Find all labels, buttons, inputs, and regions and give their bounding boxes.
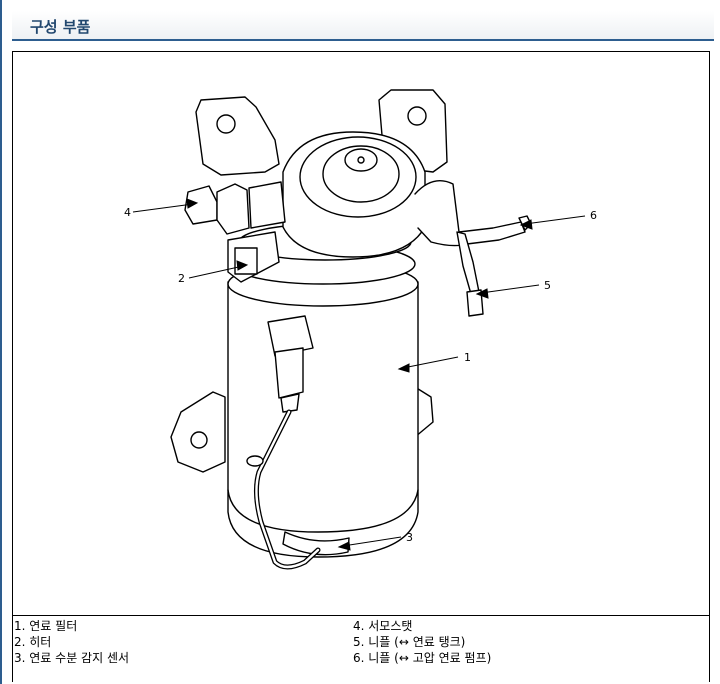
arrow-3 [337,541,351,551]
sensor-connector-body [274,347,304,399]
sensor-connector [267,315,314,357]
canister-band [227,489,419,533]
filter-canister [227,281,419,558]
bracket-hole-lower [190,431,208,449]
arrow-4 [186,198,199,209]
filter-head-cap [322,145,400,203]
leader-5 [480,284,540,294]
section-title: 구성 부품 [30,18,91,36]
left-border-rule [0,0,2,684]
callout-6: 6 [590,209,597,222]
thermostat-body [248,181,286,229]
parts-legend: 1. 연료 필터 2. 히터 3. 연료 수분 감지 센서 4. 서모스탯 5.… [12,616,710,682]
callout-2: 2 [178,272,185,285]
arrow-2 [236,260,249,271]
legend-item: 3. 연료 수분 감지 센서 [14,651,130,665]
sensor-connector-boot [280,393,300,413]
leader-6 [524,215,586,225]
leader-3 [342,536,402,547]
callout-5: 5 [544,279,551,292]
leader-1 [402,356,459,369]
bracket-hole-left [216,114,236,134]
wire-clip [246,455,264,467]
callout-4: 4 [124,206,131,219]
fuel-line-to-pump [414,180,526,247]
callout-3: 3 [406,531,413,544]
thermostat-nut [216,183,250,235]
callout-1: 1 [464,351,471,364]
leader-2 [188,265,244,279]
legend-item: 5. 니플 (↔ 연료 탱크) [353,635,466,649]
legend-item: 2. 히터 [14,635,52,649]
section-header: 구성 부품 [12,11,714,41]
mount-bracket-left [195,96,280,176]
legend-column-left: 1. 연료 필터 2. 히터 3. 연료 수분 감지 센서 [14,618,129,666]
legend-item: 1. 연료 필터 [14,619,78,633]
nipple-5-tip [466,289,484,317]
arrow-6 [519,219,533,230]
arrow-5 [475,288,489,299]
bleed-screw-center [357,156,365,164]
legend-item: 6. 니플 (↔ 고압 연료 펌프) [353,651,492,665]
leader-4 [132,203,194,213]
fuel-filter-illustration: 1 2 3 4 5 6 [124,89,597,570]
legend-item: 4. 서모스탯 [353,619,413,633]
component-figure: 1 2 3 4 5 6 [12,51,710,616]
legend-column-right: 4. 서모스탯 5. 니플 (↔ 연료 탱크) 6. 니플 (↔ 고압 연료 펌… [353,618,491,666]
canister-bottom-cap [282,531,350,556]
sensor-wire-inner [255,410,320,569]
arrow-1 [397,363,410,373]
bracket-hole-right [407,106,427,126]
